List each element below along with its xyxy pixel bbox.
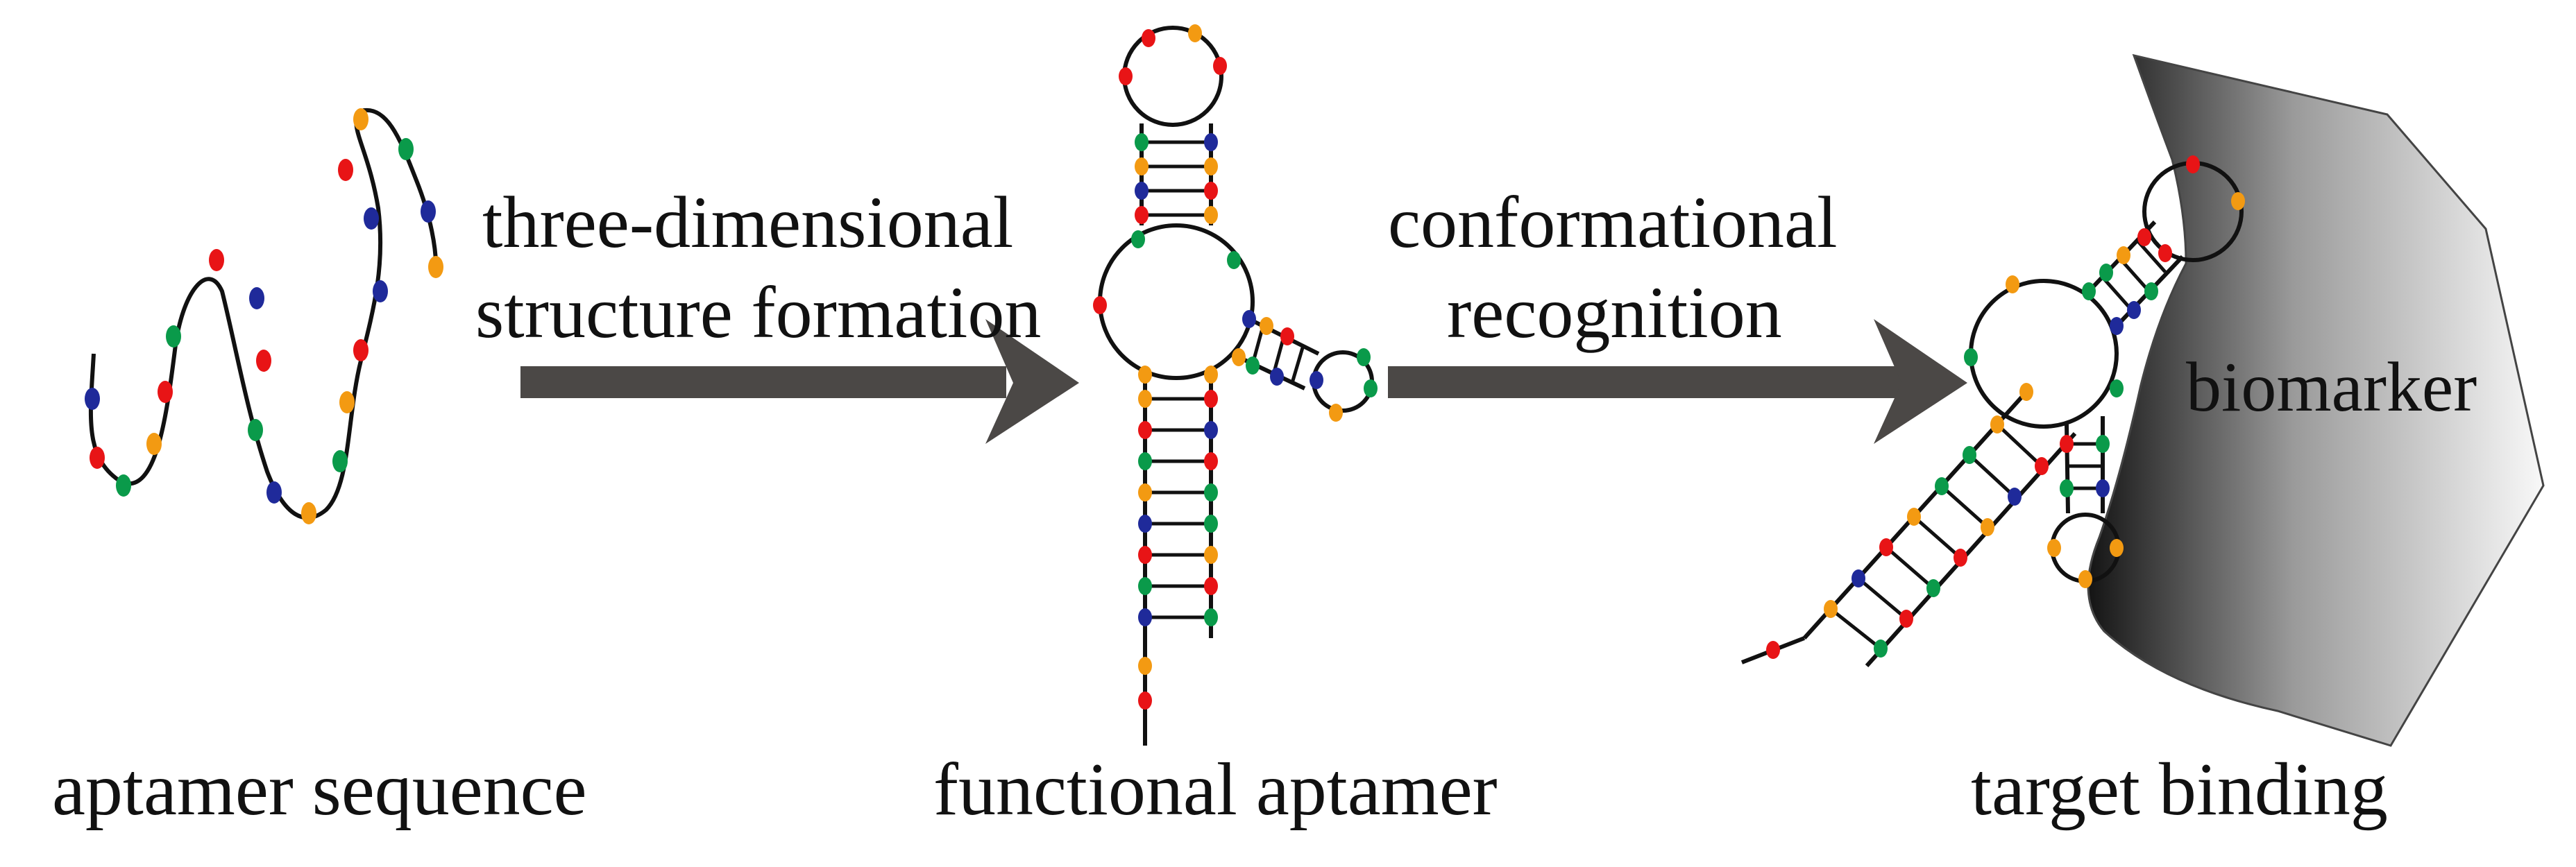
right-arrow-icon	[1388, 319, 1967, 444]
right-arrow-icon	[520, 319, 1079, 444]
functional-aptamer-label: functional aptamer	[933, 748, 1498, 831]
formation-label-line2: structure formation	[475, 272, 1042, 353]
aptamer-sequence-strand	[85, 108, 443, 524]
biomarker-label: biomarker	[2186, 348, 2477, 427]
recognition-label-line1: conformational	[1388, 182, 1838, 263]
biomarker-shape	[2087, 53, 2545, 747]
bound-aptamer	[1740, 155, 2245, 668]
formation-label-line1: three-dimensional	[482, 182, 1014, 263]
functional-aptamer	[1093, 24, 1378, 746]
target-binding-label: target binding	[1971, 748, 2388, 831]
aptamer-sequence-label: aptamer sequence	[52, 748, 587, 831]
recognition-label-line2: recognition	[1447, 272, 1782, 353]
